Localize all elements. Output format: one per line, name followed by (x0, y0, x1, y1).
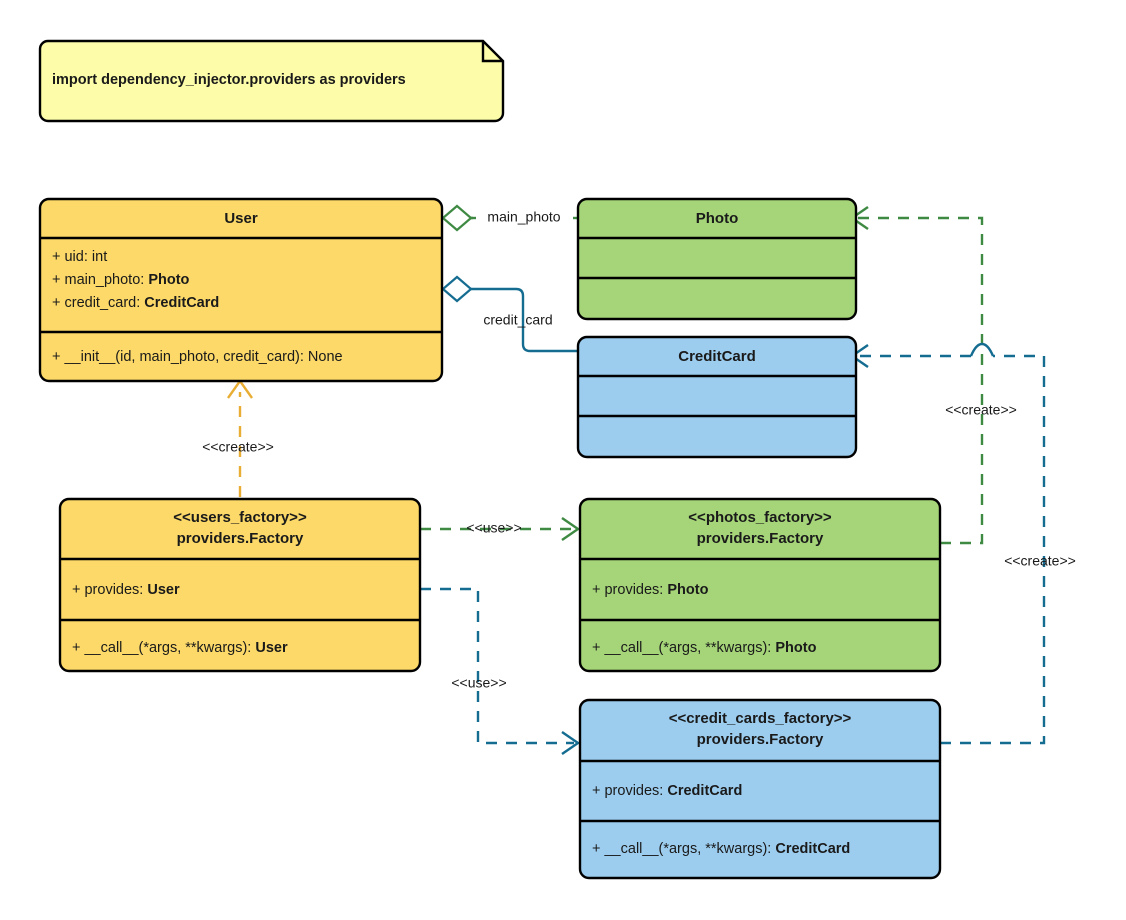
class-name-photo: Photo (696, 210, 739, 227)
note-import-statement: import dependency_injector.providers as … (38, 39, 505, 123)
edge-label-use-credit-cards: <<use>> (451, 675, 506, 691)
attribute-row: + uid: int (52, 249, 107, 265)
class-box-photo-body (576, 197, 858, 321)
class-box-user[interactable]: User + uid: int + main_photo: Photo + cr… (38, 197, 444, 383)
attribute-row: + provides: User (72, 582, 180, 598)
attribute-row: + provides: CreditCard (592, 783, 742, 799)
class-box-user-body (38, 197, 444, 383)
attribute-row: + main_photo: Photo (52, 272, 190, 288)
attribute-row: + provides: Photo (592, 582, 709, 598)
aggregation-diamond-main-photo (441, 204, 473, 232)
edge-creditcardsfactory-creditcard: <<create>> (849, 342, 1076, 745)
class-box-photos-factory[interactable]: <<photos_factory>> providers.Factory + p… (578, 497, 942, 673)
class-name-creditcard: CreditCard (678, 348, 756, 365)
class-box-credit-cards-factory[interactable]: <<credit_cards_factory>> providers.Facto… (578, 698, 942, 880)
method-row: + __call__(*args, **kwargs): CreditCard (592, 841, 850, 857)
class-stereotype-credit-cards-factory: <<credit_cards_factory>> (669, 710, 852, 727)
class-box-creditcard-body (576, 335, 858, 459)
method-row: + __call__(*args, **kwargs): User (72, 640, 288, 656)
edge-label-main-photo: main_photo (487, 209, 560, 225)
edge-photosfactory-photo: <<create>> (849, 206, 1017, 545)
class-box-users-factory-body (58, 497, 422, 673)
class-name-photos-factory: providers.Factory (697, 530, 824, 547)
class-name-users-factory: providers.Factory (177, 530, 304, 547)
edge-label-create-photo: <<create>> (945, 402, 1017, 418)
class-stereotype-users-factory: <<users_factory>> (173, 509, 307, 526)
class-name-credit-cards-factory: providers.Factory (697, 731, 824, 748)
class-box-creditcard[interactable]: CreditCard (576, 335, 858, 459)
class-box-credit-cards-factory-body (578, 698, 942, 880)
edge-usersfactory-creditcardsfactory: <<use>> (420, 587, 581, 755)
class-box-users-factory[interactable]: <<users_factory>> providers.Factory + pr… (58, 497, 422, 673)
edge-label-create-user: <<create>> (202, 439, 274, 455)
aggregation-diamond-credit-card (441, 275, 473, 303)
edge-label-credit-card: credit_card (483, 312, 552, 328)
edge-label-use-photos: <<use>> (466, 520, 521, 536)
attribute-row: + credit_card: CreditCard (52, 295, 219, 311)
class-stereotype-photos-factory: <<photos_factory>> (688, 509, 832, 526)
edge-user-photo: main_photo (441, 204, 578, 232)
class-name-user: User (224, 210, 258, 227)
method-row: + __call__(*args, **kwargs): Photo (592, 640, 817, 656)
edge-user-creditcard: credit_card (441, 275, 578, 353)
class-box-photos-factory-body (578, 497, 942, 673)
method-row: + __init__(id, main_photo, credit_card):… (52, 349, 343, 365)
note-text: import dependency_injector.providers as … (52, 72, 406, 88)
class-box-photo[interactable]: Photo (576, 197, 858, 321)
edge-usersfactory-photosfactory: <<use>> (420, 517, 581, 541)
edge-label-create-creditcard: <<create>> (1004, 553, 1076, 569)
edge-usersfactory-user: <<create>> (202, 378, 274, 497)
